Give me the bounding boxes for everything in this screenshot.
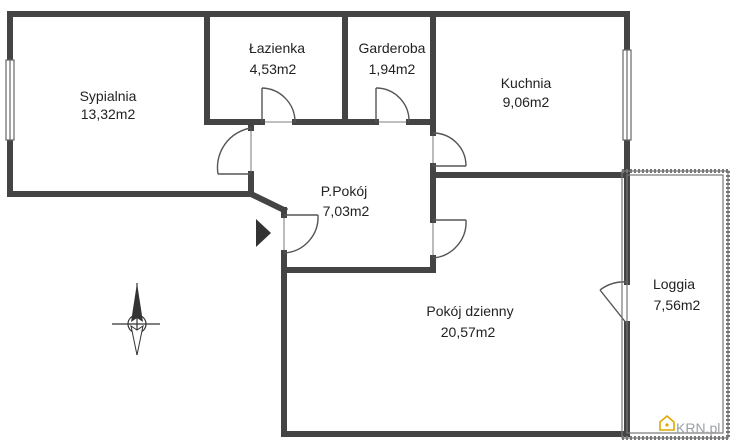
room-name-sypialnia: Sypialnia [80,88,137,104]
windows [5,49,632,141]
doors [216,87,628,325]
krn-house-logo-icon [659,414,675,431]
walls [7,11,630,437]
room-name-przedpokoj: P.Pokój [321,183,367,199]
door-bedroom [216,127,252,175]
door-bathroom [261,87,296,123]
room-labels: Sypialnia 13,32m2 Łazienka 4,53m2 Garder… [80,40,701,340]
room-name-loggia: Loggia [653,276,695,292]
door-entrance [283,214,319,254]
room-area-loggia: 7,56m2 [654,297,701,313]
room-area-lazienka: 4,53m2 [250,61,297,77]
door-living-room [432,219,467,259]
door-wardrobe [375,87,410,123]
wall-step [246,189,289,215]
room-area-przedpokoj: 7,03m2 [323,203,370,219]
watermark-text: KRN.pl [676,420,720,436]
compass-north-icon [112,283,160,356]
room-area-kuchnia: 9,06m2 [503,94,550,110]
room-area-garderoba: 1,94m2 [369,61,416,77]
room-name-garderoba: Garderoba [359,40,426,56]
door-loggia [599,281,628,325]
watermark: KRN.pl [659,414,720,436]
room-name-kuchnia: Kuchnia [501,75,552,91]
loggia-railing [621,169,730,440]
room-name-pokoj-dzienny: Pokój dzienny [426,303,513,319]
door-kitchen [432,132,467,167]
room-name-lazienka: Łazienka [249,40,305,56]
room-area-pokoj-dzienny: 20,57m2 [441,324,496,340]
entrance-arrow-icon [256,219,271,247]
room-area-sypialnia: 13,32m2 [81,106,136,122]
